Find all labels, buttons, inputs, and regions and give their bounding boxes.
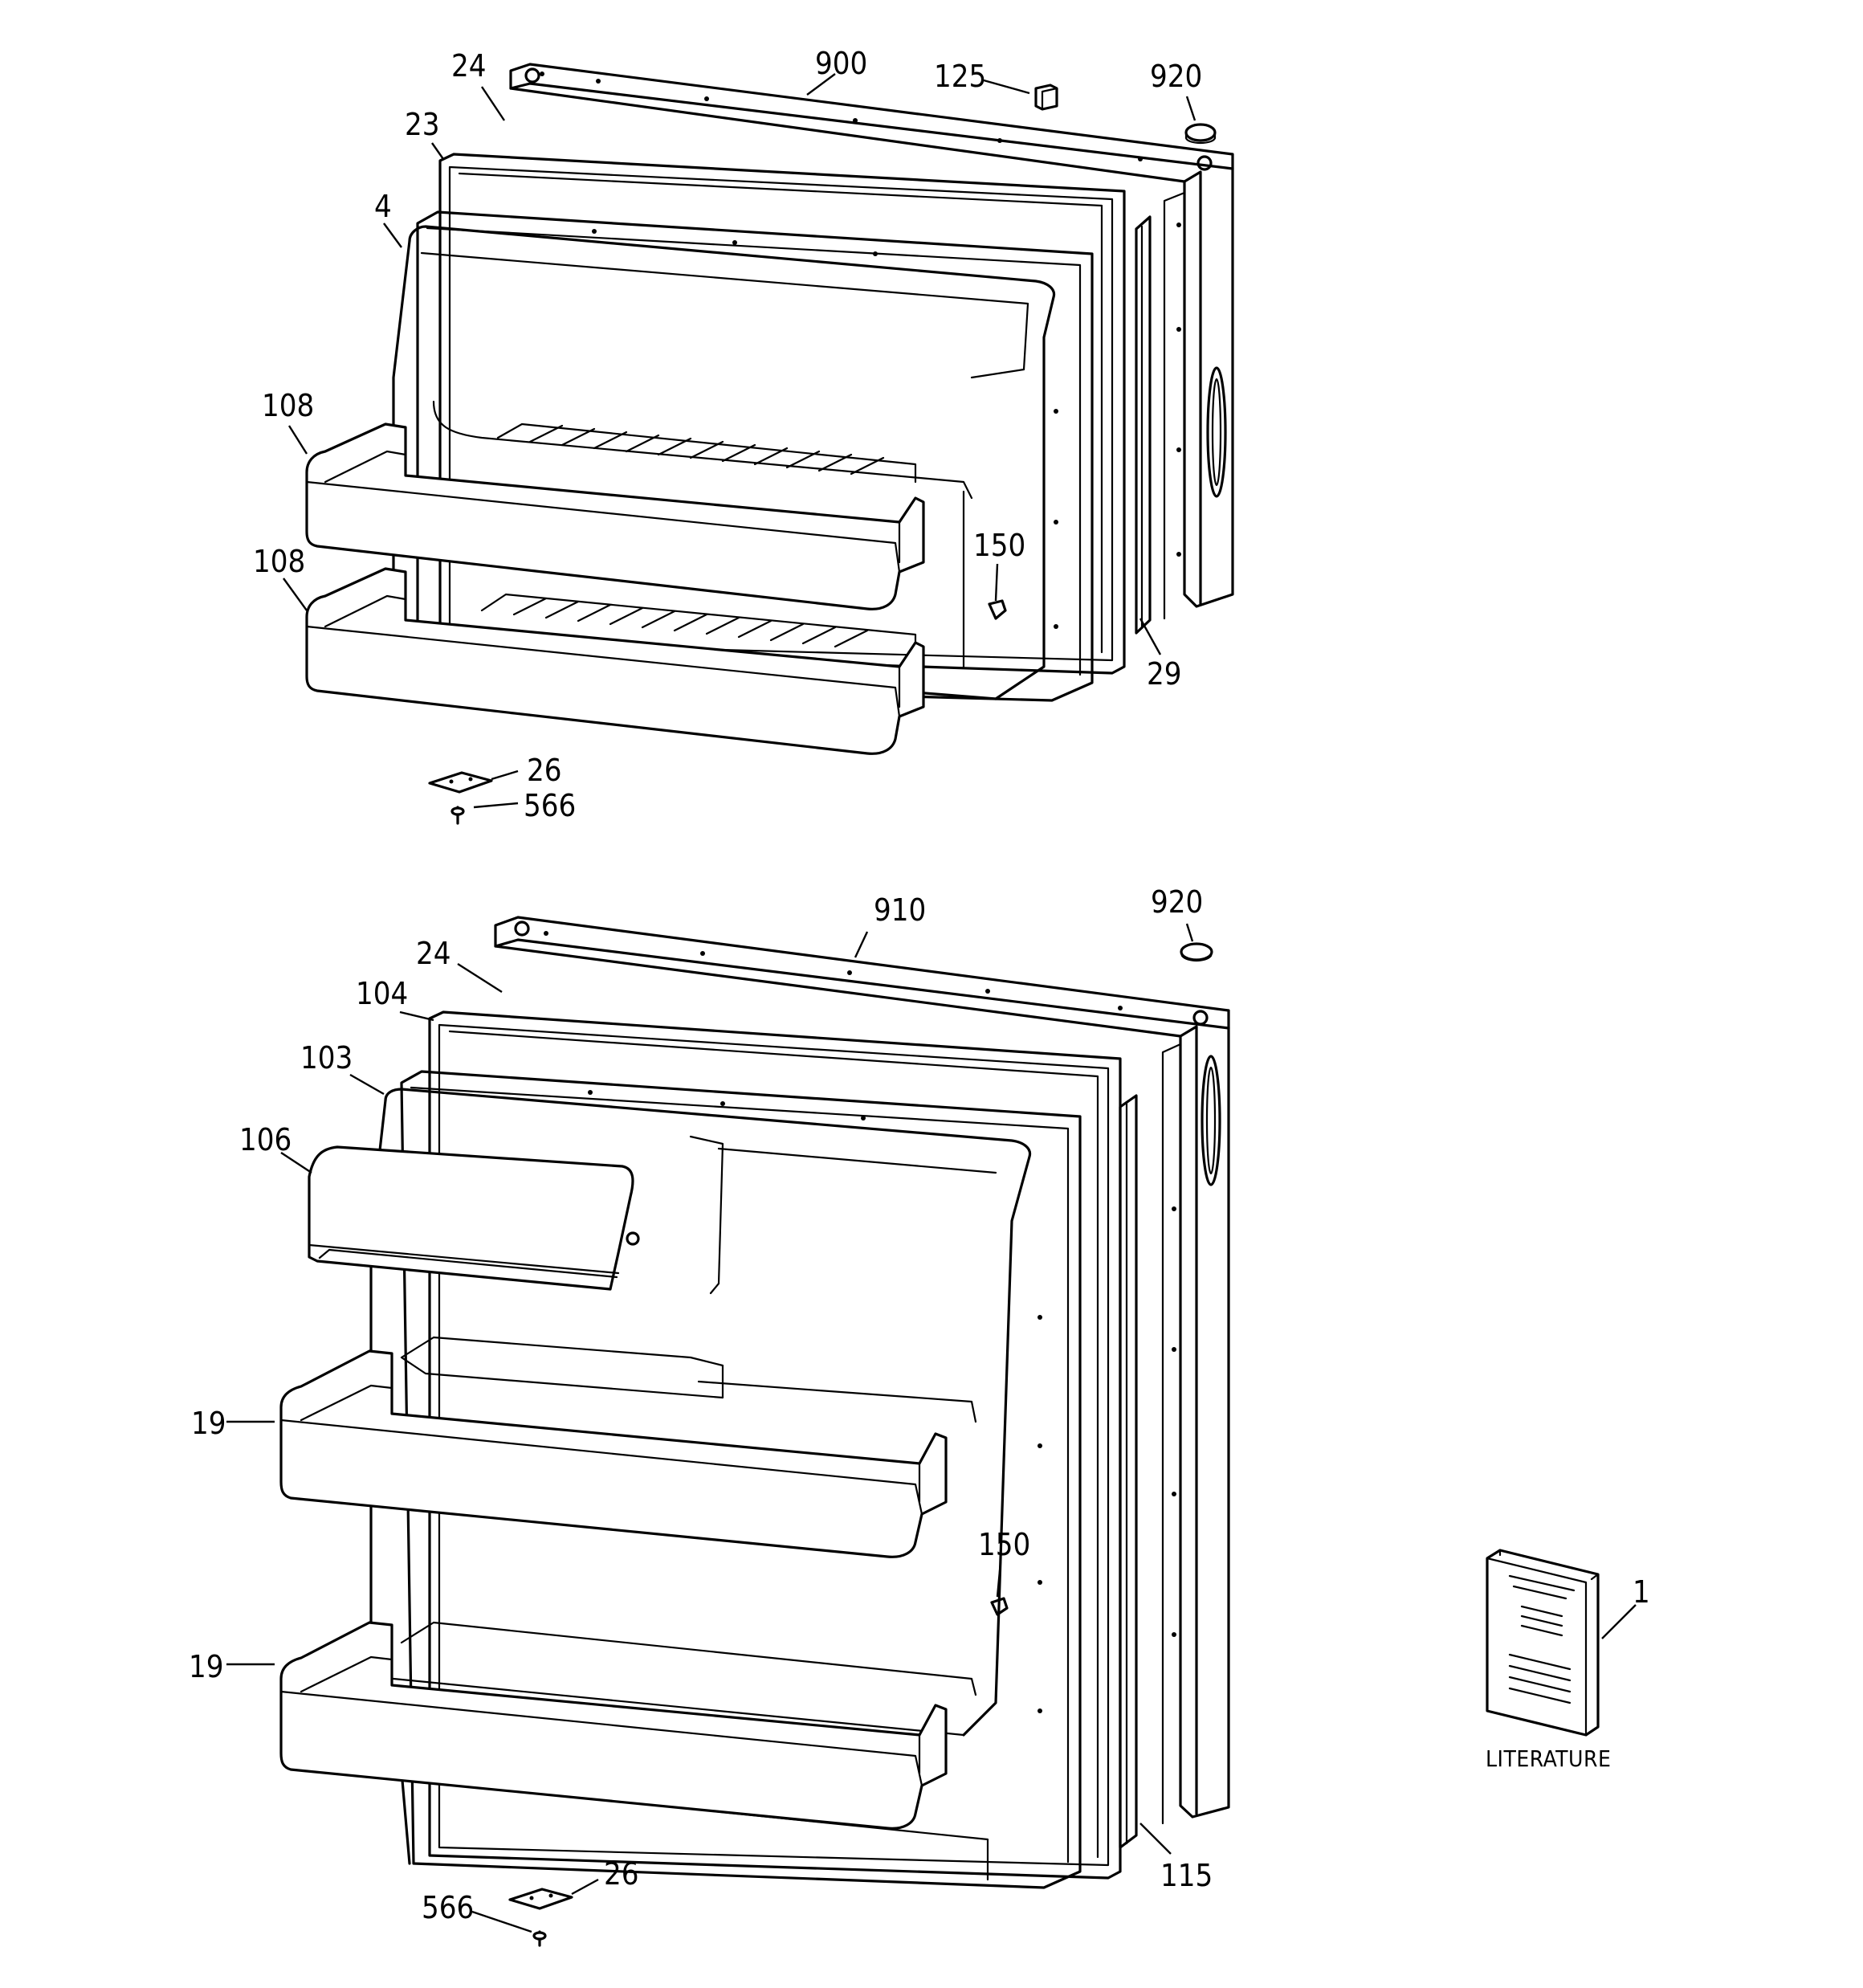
cap-icon	[1180, 942, 1213, 962]
callout-104: 104	[356, 976, 408, 1011]
fresh-food-door-gasket	[428, 1010, 1122, 1880]
fresh-food-door-assembly	[279, 916, 1230, 1947]
callout-920-bottom: 920	[1151, 884, 1203, 920]
fresh-food-breaker-strip	[1119, 1094, 1138, 1849]
freezer-door-assembly	[305, 63, 1234, 825]
freezer-door-liner	[392, 210, 1094, 702]
freezer-breaker-strip	[1135, 215, 1152, 635]
callout-108-lower: 108	[253, 544, 305, 579]
callout-1: 1	[1633, 1574, 1650, 1610]
freezer-outer-door-panel	[509, 63, 1234, 620]
fresh-food-door-shelf-lower	[279, 1621, 948, 1830]
literature-booklet-icon	[1486, 1549, 1600, 1737]
leader-lines	[226, 73, 1637, 1933]
callout-4: 4	[374, 189, 392, 224]
callout-26-top: 26	[527, 753, 562, 788]
cap-icon	[1184, 123, 1217, 145]
freezer-door-shelf-upper	[305, 423, 925, 610]
callout-labels: 900 125 920 24 23 4 108 108 150 29 26 56…	[189, 46, 1650, 1925]
callout-108-upper: 108	[262, 388, 314, 423]
callout-566-bottom: 566	[422, 1890, 474, 1925]
callout-150-bottom: 150	[978, 1527, 1030, 1562]
callout-29: 29	[1147, 656, 1182, 692]
fresh-food-door-shelf-upper	[279, 1349, 948, 1558]
screw-icon	[532, 1930, 547, 1947]
plug-icon	[1034, 84, 1058, 111]
callout-900: 900	[815, 46, 867, 81]
callout-19-lower: 19	[189, 1649, 224, 1684]
dairy-compartment-door	[308, 1145, 640, 1291]
callout-24-top: 24	[451, 48, 487, 84]
fresh-food-plug-button	[990, 1597, 1009, 1616]
hinge-icon	[508, 1888, 573, 1910]
callout-920-top: 920	[1150, 59, 1202, 94]
callout-103: 103	[300, 1040, 353, 1076]
callout-23: 23	[405, 107, 440, 142]
freezer-plug-button	[988, 599, 1007, 620]
fresh-food-outer-door-panel	[494, 916, 1230, 1825]
callout-106: 106	[239, 1122, 291, 1157]
hinge-icon	[428, 771, 493, 794]
callout-125: 125	[934, 59, 986, 94]
callout-26-bottom: 26	[604, 1856, 639, 1892]
callout-566-top: 566	[524, 788, 576, 823]
callout-115: 115	[1160, 1858, 1213, 1893]
callout-910: 910	[874, 892, 926, 928]
callout-19-upper: 19	[191, 1406, 226, 1441]
literature-caption: LITERATURE	[1486, 1745, 1611, 1772]
callout-24-bottom: 24	[416, 936, 451, 971]
callout-150-top: 150	[973, 528, 1025, 563]
freezer-door-shelf-lower	[305, 567, 925, 755]
screw-icon	[450, 806, 465, 825]
